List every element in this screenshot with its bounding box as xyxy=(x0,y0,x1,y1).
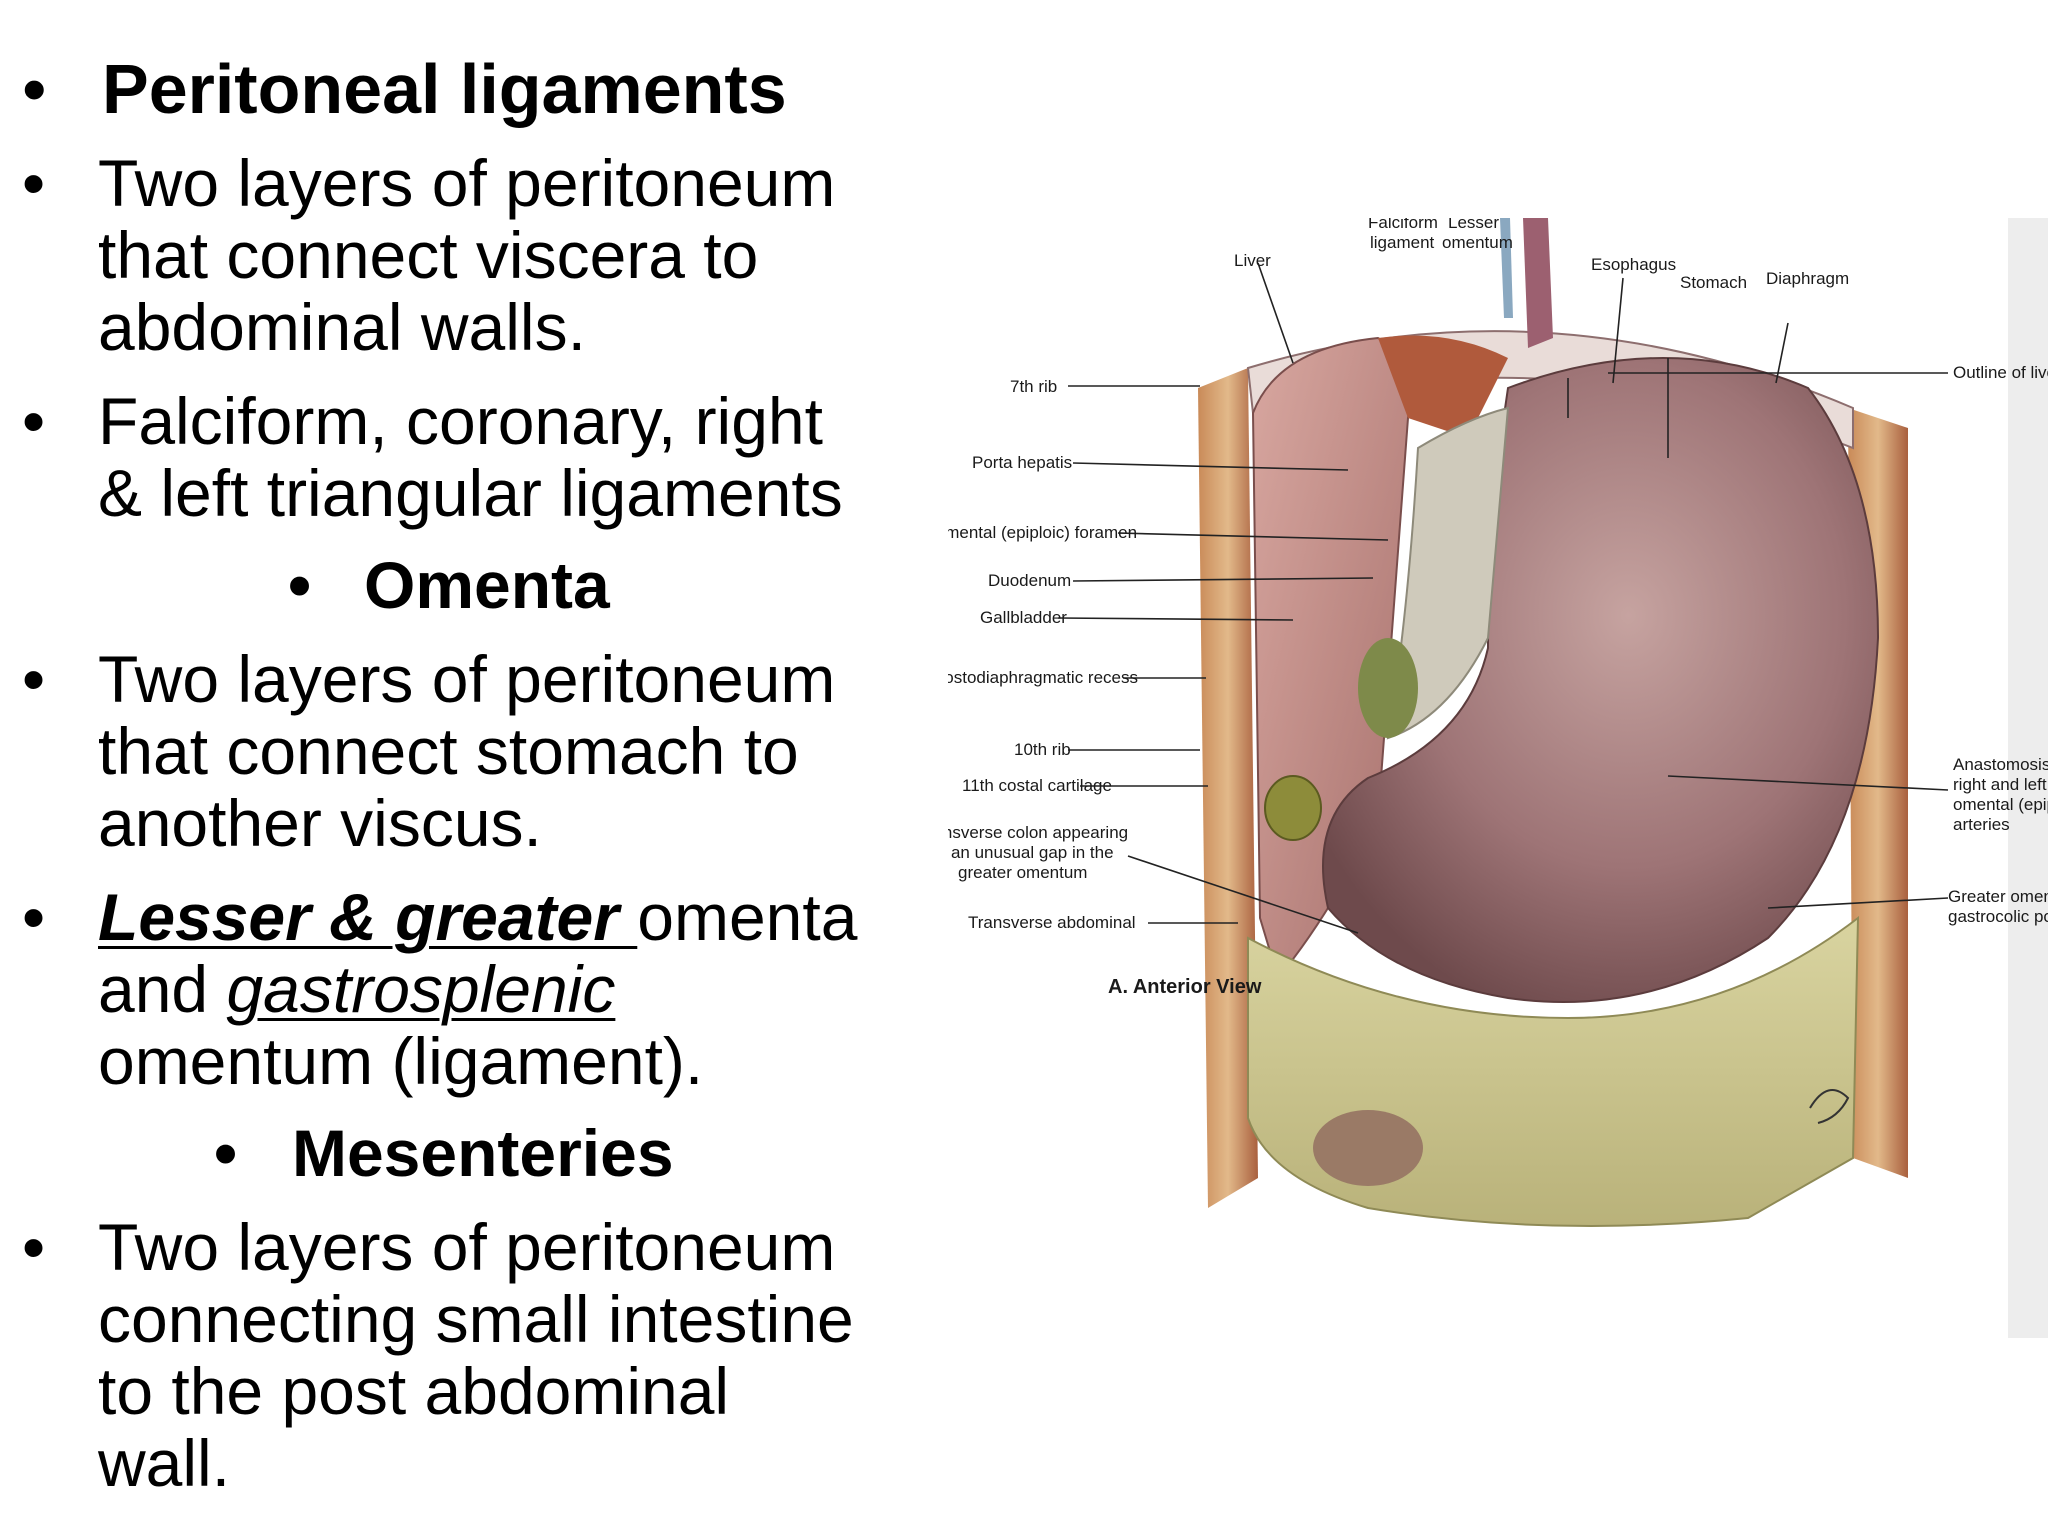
text-line: wall. xyxy=(98,1426,231,1500)
artist-signature xyxy=(1809,1089,1850,1124)
anatomy-illustration: Falciform ligament Lesser omentum Liver … xyxy=(948,218,2048,1338)
label-transverse-colon: greater omentum xyxy=(958,863,1087,882)
label-falciform: Falciform xyxy=(1368,218,1438,232)
label-anastomosis: Anastomosis betw xyxy=(1953,755,2048,774)
label-gallbladder: Gallbladder xyxy=(980,608,1067,627)
text-line: connecting small intestine xyxy=(98,1282,854,1356)
label-duodenum: Duodenum xyxy=(988,571,1071,590)
text-line: that connect stomach to xyxy=(98,714,799,788)
text-line: abdominal walls. xyxy=(98,290,586,364)
bullet: • xyxy=(22,642,46,716)
label-anterior-view: A. Anterior View xyxy=(1108,976,1262,998)
liver-diaphragm-surface xyxy=(1378,335,1508,438)
bullet: • xyxy=(22,1210,46,1284)
text-line: Two layers of peritoneum xyxy=(98,642,836,716)
page-edge-shadow xyxy=(2008,218,2048,1338)
bullet: • xyxy=(22,384,46,458)
text-line: Lesser & greater omenta xyxy=(98,884,857,950)
heading-peritoneal-ligaments: Peritoneal ligaments xyxy=(102,50,787,128)
bullet: • xyxy=(22,146,46,220)
label-diaphragm: Diaphragm xyxy=(1766,269,1849,288)
text-line: to the post abdominal xyxy=(98,1354,730,1428)
bullet: • xyxy=(214,1116,238,1190)
text-line: that connect viscera to xyxy=(98,218,759,292)
label-anastomosis: right and left gas xyxy=(1953,775,2048,794)
transverse-colon-shape xyxy=(1313,1110,1423,1186)
label-10th-rib: 10th rib xyxy=(1014,740,1071,759)
lesser-omentum-shape xyxy=(1386,406,1510,740)
bullet: • xyxy=(22,50,47,128)
text-and: and xyxy=(98,952,227,1026)
label-costodiaphragmatic-recess: Costodiaphragmatic recess xyxy=(948,668,1138,687)
label-esophagus: Esophagus xyxy=(1591,255,1676,274)
label-omentum: omentum xyxy=(1442,233,1513,252)
label-stomach: Stomach xyxy=(1680,273,1747,292)
label-greater-omentum: gastrocolic portion xyxy=(1948,907,2048,926)
label-transverse-colon: in an unusual gap in the xyxy=(948,843,1114,862)
slide-text-column: • Peritoneal ligaments • Two layers of p… xyxy=(0,0,920,1536)
text-line: and gastrosplenic xyxy=(98,956,615,1022)
label-lesser: Lesser xyxy=(1448,218,1499,232)
label-omental-foramen: Omental (epiploic) foramen xyxy=(948,523,1137,542)
leader-lines xyxy=(1057,262,1949,934)
stomach-shape xyxy=(1322,357,1880,1003)
label-liver: Liver xyxy=(1234,251,1271,270)
text-omenta: omenta xyxy=(637,880,858,954)
label-anastomosis: omental (epiploic xyxy=(1953,795,2048,814)
label-greater-omentum: Greater omentum, xyxy=(1948,887,2048,906)
label-porta-hepatis: Porta hepatis xyxy=(972,453,1072,472)
heading-omenta: Omenta xyxy=(364,548,610,622)
bullet: • xyxy=(22,880,46,954)
text-line: Two layers of peritoneum xyxy=(98,1210,836,1284)
left-body-wall xyxy=(1198,368,1258,1208)
gallbladder-shape xyxy=(1264,775,1322,841)
bullet: • xyxy=(288,548,312,622)
text-line: Falciform, coronary, right xyxy=(98,384,823,458)
text-line: another viscus. xyxy=(98,786,542,860)
label-transverse-colon: Transverse colon appearing xyxy=(948,823,1128,842)
label-transverse-abdominal: Transverse abdominal xyxy=(968,913,1136,932)
label-7th-rib: 7th rib xyxy=(1010,377,1057,396)
label-11th-costal-cartilage: 11th costal cartilage xyxy=(962,776,1112,795)
text-line: & left triangular ligaments xyxy=(98,456,843,530)
label-anastomosis: arteries xyxy=(1953,815,2010,834)
label-ligament: ligament xyxy=(1370,233,1435,252)
heading-mesenteries: Mesenteries xyxy=(292,1116,674,1190)
vagus-nerve-shape xyxy=(1500,218,1513,318)
emphasis-gastrosplenic: gastrosplenic xyxy=(226,952,616,1026)
esophagus-shape xyxy=(1523,218,1553,348)
emphasis-lesser-greater: Lesser & greater xyxy=(98,880,638,954)
duodenum-shape xyxy=(1358,638,1418,738)
text-line: Two layers of peritoneum xyxy=(98,146,836,220)
label-outline-of-liver: Outline of liver (dotted xyxy=(1953,363,2048,382)
anatomy-drawing: Falciform ligament Lesser omentum Liver … xyxy=(948,218,2048,1338)
text-line: omentum (ligament). xyxy=(98,1024,704,1098)
